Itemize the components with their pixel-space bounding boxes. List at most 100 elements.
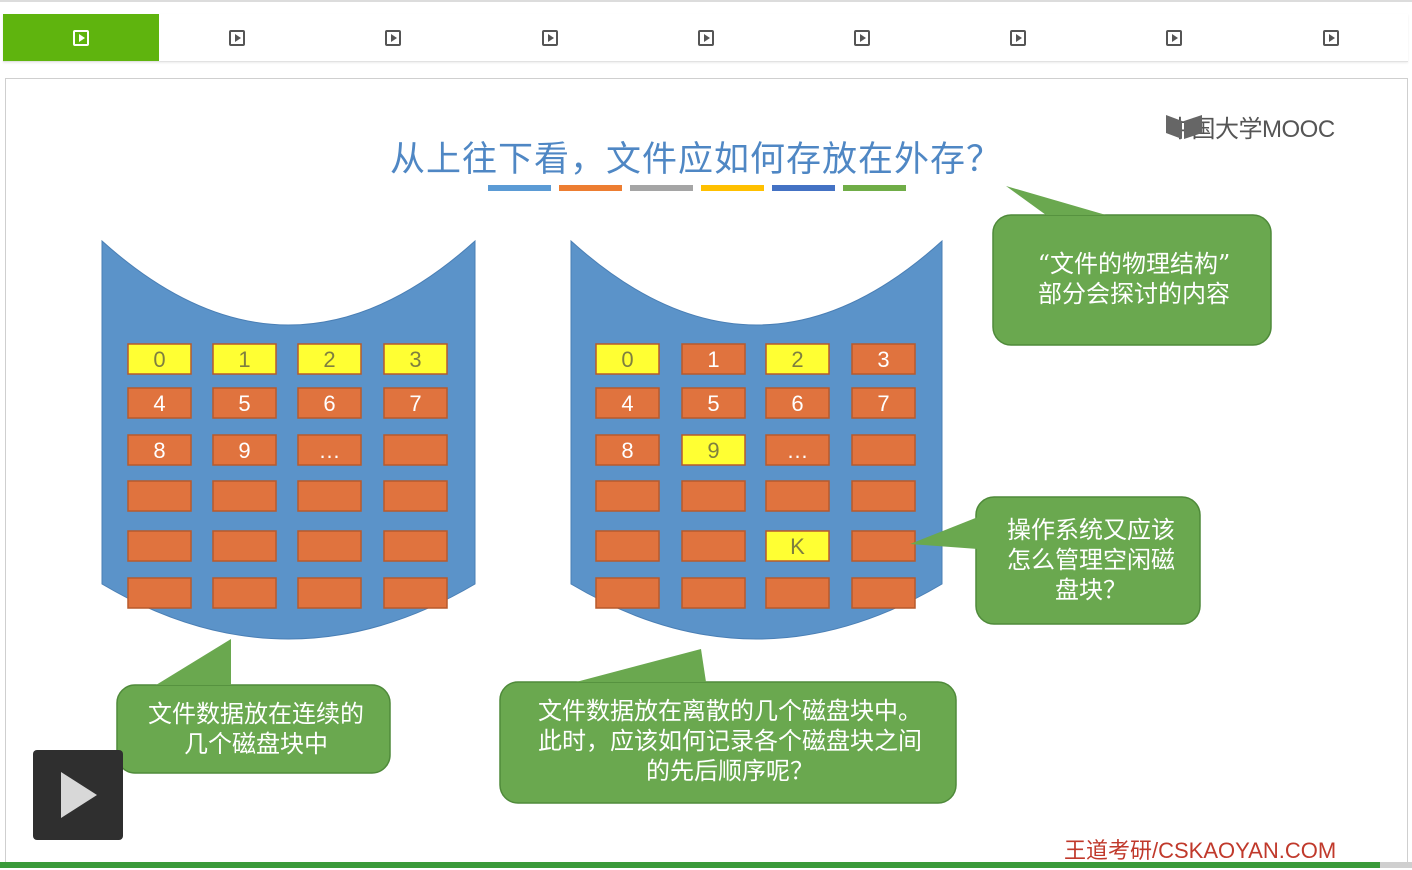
right-block: [851, 434, 916, 466]
lesson-tab-3[interactable]: [315, 14, 471, 61]
right-block: [851, 577, 916, 609]
left-block: [297, 480, 362, 512]
title-underline-bar: [559, 185, 622, 191]
right-block-label: 2: [791, 347, 803, 372]
right-block-label: 9: [707, 438, 719, 463]
right-block: [851, 387, 916, 419]
title-underline-bar: [488, 185, 551, 191]
left-block-label: 7: [409, 391, 421, 416]
right-block: [765, 480, 830, 512]
lesson-tab-7[interactable]: [940, 14, 1096, 61]
play-square-icon: [385, 29, 402, 46]
left-block-label: 1: [238, 347, 250, 372]
play-square-icon: [854, 29, 870, 46]
right-block: [765, 434, 830, 466]
right-block: [595, 480, 660, 512]
left-block: [127, 434, 192, 466]
right-block: [765, 387, 830, 419]
right-block: [595, 434, 660, 466]
play-square-icon: [1322, 29, 1339, 46]
play-square-icon: [541, 29, 558, 46]
left-block-label: 9: [238, 438, 250, 463]
left-block: [127, 387, 192, 419]
left-block: [212, 480, 277, 512]
lesson-tab-bar: [3, 14, 1408, 62]
right-block: [681, 387, 746, 419]
lesson-tab-5[interactable]: [628, 14, 784, 61]
progress-bar[interactable]: [0, 862, 1380, 868]
lesson-tab-6[interactable]: [784, 14, 940, 61]
left-block-label: 2: [323, 347, 335, 372]
footer-watermark: 王道考研/CSKAOYAN.COM: [1064, 838, 1337, 863]
lesson-tab-2[interactable]: [159, 14, 315, 61]
play-icon: [61, 772, 97, 818]
left-block: [212, 434, 277, 466]
left-block-label: …: [319, 438, 341, 463]
right-block-label: 1: [707, 347, 719, 372]
left-block: [127, 343, 192, 375]
right-block-label: 7: [877, 391, 889, 416]
left-block: [297, 343, 362, 375]
callout-contiguous-tail: [156, 639, 231, 685]
left-block: [127, 530, 192, 562]
play-square-icon: [1166, 29, 1183, 46]
right-block: [681, 530, 746, 562]
title-underline-bar: [701, 185, 764, 191]
left-block-label: 3: [409, 347, 421, 372]
right-block: [681, 343, 746, 375]
left-block-label: 5: [238, 391, 250, 416]
play-square-icon: [1010, 29, 1027, 46]
right-block-label: 4: [621, 391, 633, 416]
lesson-tab-1[interactable]: [3, 14, 159, 61]
play-square-icon: [73, 29, 89, 46]
right-block-label: K: [790, 534, 805, 559]
title-underline-bar: [630, 185, 693, 191]
callout-contiguous: [116, 684, 391, 774]
right-disk: [570, 239, 943, 640]
right-block: [765, 343, 830, 375]
left-block: [383, 577, 448, 609]
left-block: [127, 577, 192, 609]
right-block: [681, 480, 746, 512]
book-icon: [1166, 115, 1202, 139]
left-block: [127, 480, 192, 512]
right-block: [765, 530, 830, 562]
callout-physical-structure: [992, 214, 1272, 346]
left-block: [383, 387, 448, 419]
right-block-label: 3: [877, 347, 889, 372]
right-block: [681, 577, 746, 609]
right-block-label: 5: [707, 391, 719, 416]
top-border: [0, 0, 1412, 2]
left-block: [383, 343, 448, 375]
lesson-tab-9[interactable]: [1253, 14, 1409, 61]
callout-discrete-tail: [576, 649, 706, 682]
left-block-label: 0: [153, 347, 165, 372]
left-block: [212, 577, 277, 609]
callout-free-blocks-text: 操作系统又应该怎么管理空闲磁盘块？: [1007, 516, 1175, 604]
right-block-label: 8: [621, 438, 633, 463]
right-block: [765, 577, 830, 609]
progress-bar-remaining[interactable]: [1380, 862, 1412, 868]
left-block-label: 4: [153, 391, 165, 416]
callout-discrete: [499, 681, 957, 804]
right-block-label: 0: [621, 347, 633, 372]
left-block: [297, 577, 362, 609]
left-block: [383, 530, 448, 562]
left-block-label: 6: [323, 391, 335, 416]
left-block: [297, 434, 362, 466]
left-block: [212, 530, 277, 562]
play-button[interactable]: [33, 750, 123, 840]
lesson-tab-4[interactable]: [472, 14, 628, 61]
lesson-tab-8[interactable]: [1096, 14, 1252, 61]
play-square-icon: [697, 29, 714, 46]
title-underline-bar: [772, 185, 835, 191]
right-block: [595, 577, 660, 609]
right-block: [681, 434, 746, 466]
callout-contiguous-text: 文件数据放在连续的几个磁盘块中: [148, 700, 364, 758]
right-block: [851, 530, 916, 562]
left-disk: [101, 239, 476, 640]
title-underline-bar: [843, 185, 906, 191]
left-block: [297, 530, 362, 562]
left-block-label: 8: [153, 438, 165, 463]
